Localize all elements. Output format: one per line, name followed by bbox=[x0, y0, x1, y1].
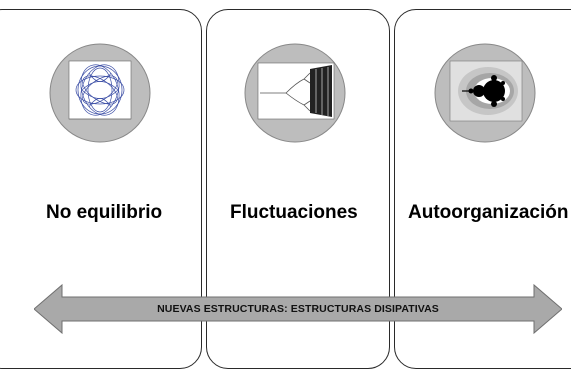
panel-label-fluctuaciones: Fluctuaciones bbox=[230, 202, 358, 223]
bifurcation-diagram-thumbnail bbox=[244, 43, 346, 143]
panel-label-no-equilibrio: No equilibrio bbox=[46, 202, 163, 223]
panel-label-autoorganizacion: Autoorganización bbox=[408, 202, 569, 223]
strange-attractor-thumbnail bbox=[49, 43, 151, 143]
double-arrow bbox=[34, 283, 562, 335]
mandelbrot-fractal-thumbnail bbox=[434, 43, 536, 143]
arrow-label: NUEVAS ESTRUCTURAS: ESTRUCTURAS DISIPATI… bbox=[157, 303, 439, 315]
